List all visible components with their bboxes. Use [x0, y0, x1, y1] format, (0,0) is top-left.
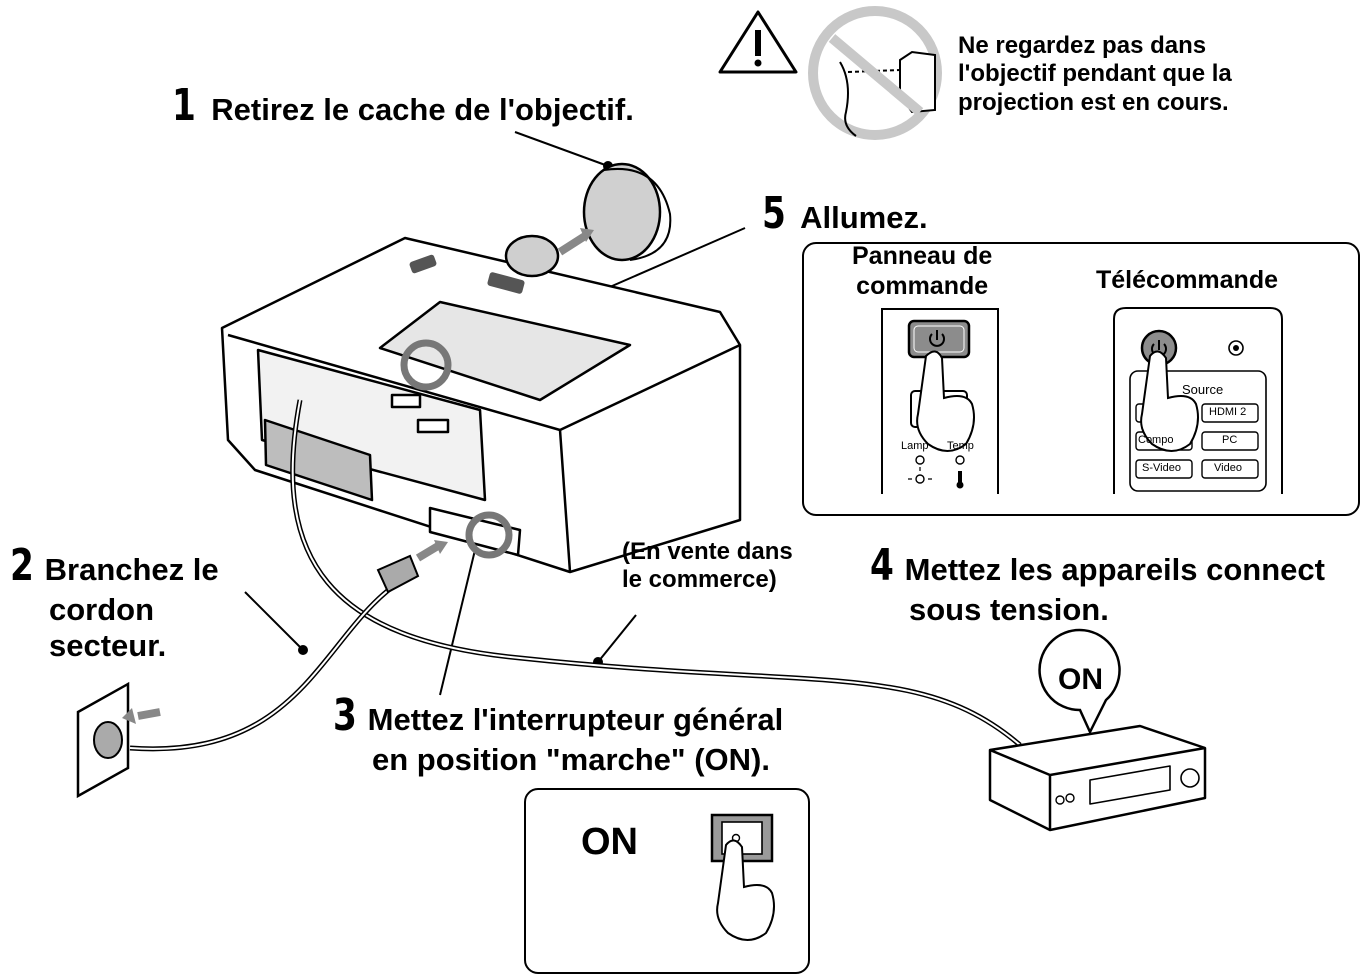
remote-source-label: Source — [1182, 382, 1224, 397]
power-on-panel: Panneau de commande Télécommande — [802, 242, 1360, 516]
step-text: Mettez les appareils connect — [904, 552, 1325, 587]
cable-note: (En vente dans le commerce) — [622, 538, 793, 595]
step-number: 2 — [10, 540, 34, 591]
lens-cap-icon — [582, 162, 672, 262]
outlet-arrow-icon — [137, 708, 161, 720]
step-text: Allumez. — [800, 200, 928, 235]
on-speech-bubble — [1038, 628, 1121, 735]
temp-indicator-label: Temp — [947, 440, 974, 452]
device-on-label: ON — [1058, 663, 1103, 696]
control-panel-label-line: Panneau de — [852, 242, 993, 270]
warning-line: Ne regardez pas dans — [958, 32, 1207, 59]
control-panel-label-line: commande — [856, 271, 989, 300]
projector-icon — [220, 234, 742, 574]
warning-text: Ne regardez pas dans l'objectif pendant … — [958, 32, 1232, 117]
step-1: 1 Retirez le cache de l'objectif. — [172, 80, 634, 132]
step-text: sous tension. — [909, 591, 1109, 627]
do-not-look-into-lens-icon — [808, 6, 942, 140]
temp-indicator-icon — [956, 471, 964, 489]
main-switch-highlight — [465, 511, 513, 559]
power-plug-icon — [376, 554, 420, 594]
cable-note-line: (En vente dans — [622, 538, 793, 565]
power-button-highlight — [400, 339, 452, 391]
remote-light-icon — [1228, 340, 1244, 356]
step-number: 4 — [870, 540, 894, 591]
cable-note-line: le commerce) — [622, 566, 777, 594]
step-2: 2 Branchez le cordon secteur. — [10, 540, 219, 665]
main-switch-panel: ON — [524, 788, 810, 974]
remote-button-hdmi2: HDMI 2 — [1209, 406, 1247, 418]
warning-triangle-icon — [718, 10, 798, 74]
remote-button-video: Video — [1214, 462, 1242, 474]
remote-button-svideo: S-Video — [1142, 462, 1181, 474]
step-text: secteur. — [49, 628, 167, 664]
step-text: en position "marche" (ON). — [372, 741, 770, 777]
control-panel-label: Panneau de commande — [852, 242, 992, 301]
remote-button-pc: PC — [1222, 434, 1238, 446]
lamp-indicator-label: Lamp — [901, 440, 929, 452]
step-4: 4 Mettez les appareils connect sous tensi… — [870, 540, 1325, 628]
warning-line: projection est en cours. — [958, 88, 1229, 116]
control-panel-power-icon — [907, 319, 971, 359]
remote-button-component: Compo — [1138, 434, 1174, 446]
power-cord-pointer-dot — [298, 645, 308, 655]
plug-arrow-icon — [415, 542, 441, 562]
step-number: 3 — [333, 690, 357, 741]
step-number: 1 — [172, 80, 196, 131]
av-receiver-icon — [988, 724, 1207, 832]
step-3: 3 Mettez l'interrupteur général en positi… — [333, 690, 783, 778]
step-text: Retirez le cache de l'objectif. — [211, 92, 634, 127]
switch-on-label: ON — [581, 821, 638, 863]
step-5: 5 Allumez. — [762, 188, 928, 240]
step-text: cordon — [49, 591, 155, 627]
main-switch-artwork — [710, 813, 775, 941]
remote-label: Télécommande — [1096, 266, 1279, 294]
power-panel-artwork — [881, 307, 1283, 494]
lens-cap-arrow-icon — [557, 232, 588, 256]
lamp-indicator-icon — [908, 467, 932, 484]
step-text: Branchez le — [44, 552, 219, 587]
warning-line: l'objectif pendant que la — [958, 60, 1232, 88]
step-number: 5 — [762, 188, 786, 239]
wall-outlet-icon — [76, 681, 130, 799]
step-text: Mettez l'interrupteur général — [367, 702, 784, 737]
